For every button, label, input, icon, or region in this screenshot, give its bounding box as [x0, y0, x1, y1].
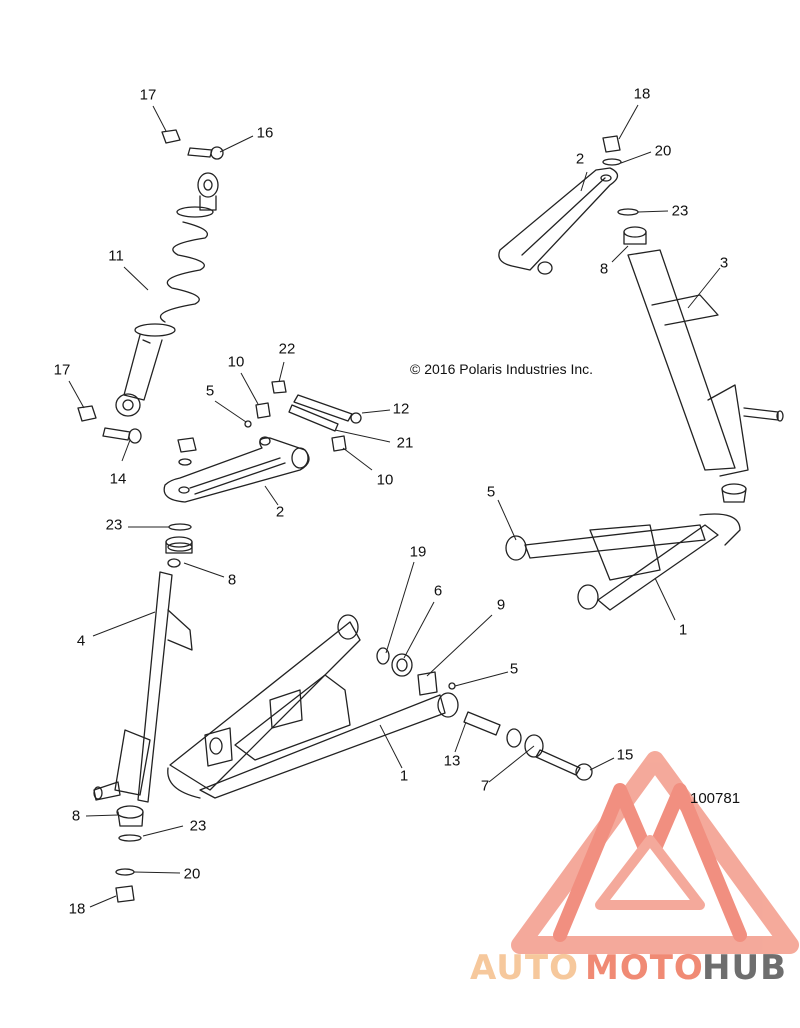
callout-20-right: 20: [654, 142, 672, 160]
bushing-left-upper: [177, 437, 197, 466]
bushing-9: [417, 671, 438, 696]
lower-a-arm-center: [167, 614, 459, 799]
callout-1-center: 1: [399, 767, 409, 785]
upper-a-arm-left: [163, 436, 310, 503]
spindle-right: [623, 226, 784, 477]
callout-17-left: 17: [53, 361, 71, 379]
callout-6: 6: [433, 582, 443, 600]
callout-23-left-top: 23: [105, 516, 123, 534]
callout-4: 4: [76, 632, 86, 650]
callout-12: 12: [392, 400, 410, 418]
callout-9: 9: [496, 596, 506, 614]
upper-a-arm-right: [498, 167, 619, 275]
callout-15: 15: [616, 746, 634, 764]
nut-18-left: [115, 885, 135, 903]
diagram-number: 100781: [690, 790, 741, 807]
nut-17-top: [161, 129, 181, 144]
bushing-19: [376, 647, 390, 665]
bolt-15: [535, 749, 593, 781]
callout-19: 19: [409, 543, 427, 561]
callout-8-left-bottom: 8: [71, 807, 81, 825]
bushing-10-upper: [255, 402, 271, 419]
clip-23-right: [617, 208, 639, 216]
washer-7: [506, 728, 544, 758]
callout-21: 21: [396, 434, 414, 452]
callout-8-left-top: 8: [227, 571, 237, 589]
grease-fitting-5: [244, 420, 252, 428]
callout-2-left: 2: [275, 503, 285, 521]
callout-8-right: 8: [599, 260, 609, 278]
grease-fitting-5-center: [448, 682, 456, 690]
automotohub-logo: [511, 751, 799, 954]
watermark-hub: HUB: [702, 948, 787, 988]
callout-10-top: 10: [227, 353, 245, 371]
callout-7: 7: [480, 777, 490, 795]
shock-absorber: [115, 172, 219, 417]
callout-3: 3: [719, 254, 729, 272]
callout-22: 22: [278, 340, 296, 358]
callout-13: 13: [443, 752, 461, 770]
ball-joint-boot-8-left-bottom: [116, 805, 144, 827]
copyright-notice: © 2016 Polaris Industries Inc.: [410, 361, 594, 377]
pivot-rod-21: [288, 404, 339, 432]
callout-1-right: 1: [678, 621, 688, 639]
sleeve-13: [463, 711, 501, 736]
watermark-moto: MOTO: [585, 948, 704, 988]
washer-20-left: [115, 868, 135, 876]
callout-23-left-bottom: 23: [189, 817, 207, 835]
callout-14: 14: [109, 470, 127, 488]
bolt-16: [187, 146, 224, 160]
callout-20-left: 20: [183, 865, 201, 883]
bushing-10-lower: [331, 435, 347, 452]
callout-17-top: 17: [139, 86, 157, 104]
leader-lines: [68, 104, 721, 908]
callout-5-center: 5: [509, 660, 519, 678]
nut-18-right: [602, 135, 621, 153]
lower-a-arm-right: [505, 513, 741, 611]
callout-5-right: 5: [486, 483, 496, 501]
washer-20-right: [602, 158, 622, 166]
ball-joint-boot-8-left-top: [167, 542, 193, 552]
pivot-rod-12: [293, 394, 362, 424]
callout-18-right: 18: [633, 85, 651, 103]
callout-2-right: 2: [575, 150, 585, 168]
callout-18-left: 18: [68, 900, 86, 918]
nut-17-left: [77, 405, 97, 422]
ball-joint-boot-8-right: [721, 483, 747, 503]
callout-11: 11: [108, 247, 124, 265]
watermark-auto: AUTO: [470, 948, 579, 988]
bushing-6: [391, 653, 413, 677]
bolt-14: [102, 427, 142, 444]
spindle-left: [93, 536, 193, 803]
callout-10-bottom: 10: [376, 471, 394, 489]
callout-5-left: 5: [205, 382, 215, 400]
nut-22: [271, 380, 287, 394]
callout-23-right: 23: [671, 202, 689, 220]
callout-16: 16: [256, 124, 274, 142]
